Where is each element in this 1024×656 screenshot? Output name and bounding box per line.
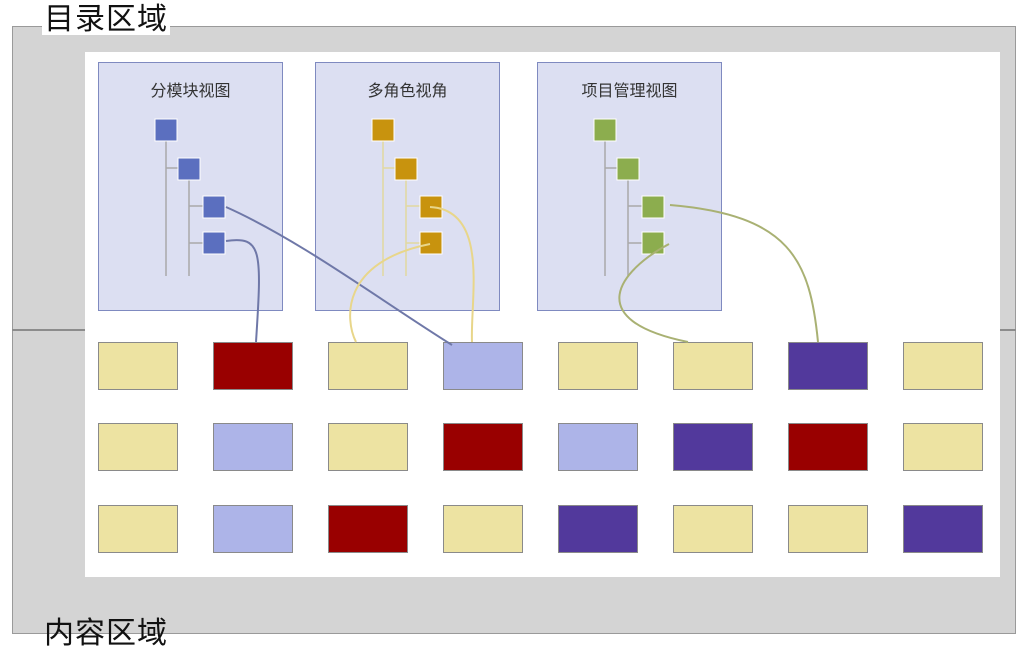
node-link-curve xyxy=(225,206,453,346)
content-block[interactable] xyxy=(903,342,983,390)
node-link-curve xyxy=(349,243,431,343)
content-region-label: 内容区域 xyxy=(44,616,168,651)
content-block[interactable] xyxy=(328,423,408,471)
tree-node xyxy=(616,157,640,181)
content-block[interactable] xyxy=(443,505,523,553)
node-link-curve xyxy=(618,243,689,343)
role-view-title: 多角色视角 xyxy=(367,81,448,100)
content-block[interactable] xyxy=(558,505,638,553)
tree-node xyxy=(202,195,226,219)
tree-node xyxy=(177,157,201,181)
content-block[interactable] xyxy=(213,342,293,390)
content-block[interactable] xyxy=(558,342,638,390)
tree-node xyxy=(202,231,226,255)
tree-node xyxy=(154,118,178,142)
content-block[interactable] xyxy=(903,505,983,553)
catalog-region-label: 目录区域 xyxy=(42,2,170,37)
content-block[interactable] xyxy=(673,505,753,553)
content-block[interactable] xyxy=(443,423,523,471)
project-view-title: 项目管理视图 xyxy=(581,81,678,100)
content-block[interactable] xyxy=(673,423,753,471)
tree-node xyxy=(371,118,395,142)
module-view-title: 分模块视图 xyxy=(150,81,231,100)
tree-node xyxy=(641,231,665,255)
tree-node xyxy=(593,118,617,142)
tree-node xyxy=(419,231,443,255)
content-block[interactable] xyxy=(98,342,178,390)
project-view-panel[interactable]: 项目管理视图 xyxy=(537,62,722,311)
content-block[interactable] xyxy=(98,505,178,553)
content-block[interactable] xyxy=(328,505,408,553)
tree-node xyxy=(641,195,665,219)
tree-node xyxy=(394,157,418,181)
content-block[interactable] xyxy=(443,342,523,390)
node-link-curve xyxy=(429,206,475,343)
content-block[interactable] xyxy=(328,342,408,390)
module-view-panel[interactable]: 分模块视图 xyxy=(98,62,283,311)
content-block[interactable] xyxy=(673,342,753,390)
content-block[interactable] xyxy=(213,505,293,553)
content-block[interactable] xyxy=(788,505,868,553)
role-view-panel[interactable]: 多角色视角 xyxy=(315,62,500,311)
content-block[interactable] xyxy=(788,423,868,471)
content-block[interactable] xyxy=(213,423,293,471)
content-block[interactable] xyxy=(903,423,983,471)
content-block[interactable] xyxy=(98,423,178,471)
node-link-curve xyxy=(669,204,819,343)
node-link-curve xyxy=(225,239,260,343)
content-block[interactable] xyxy=(558,423,638,471)
content-block[interactable] xyxy=(788,342,868,390)
